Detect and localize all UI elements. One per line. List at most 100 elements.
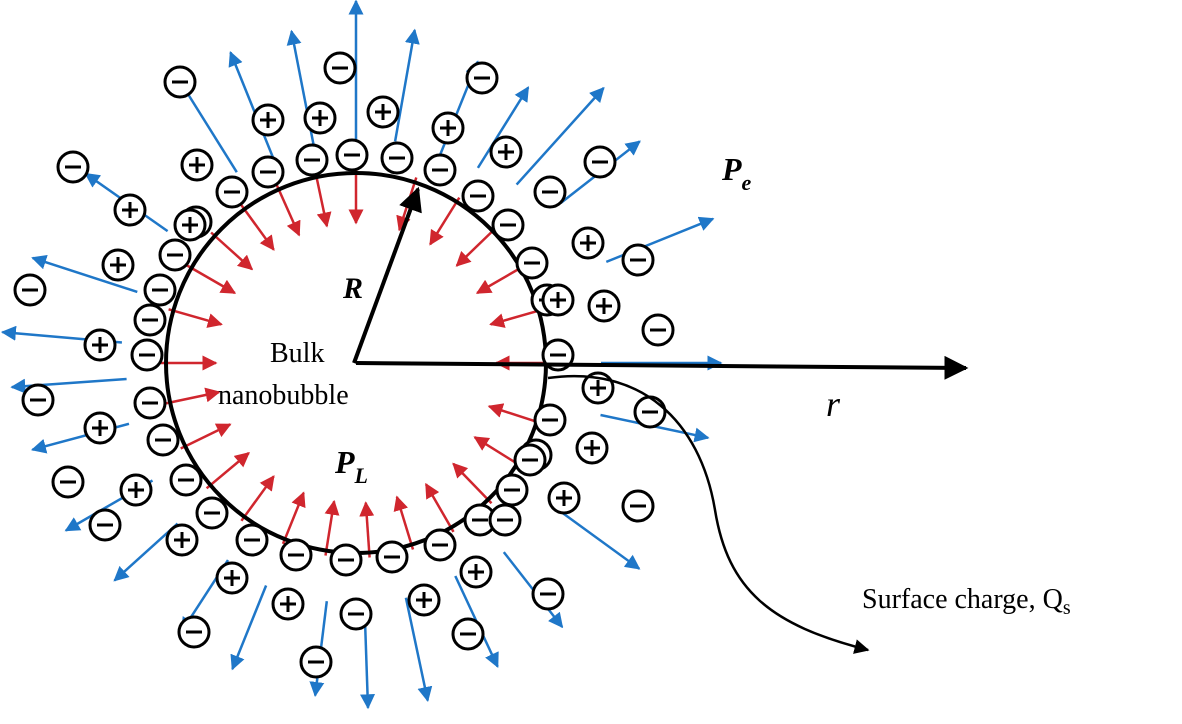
negative-ion — [513, 443, 547, 477]
positive-ion — [119, 473, 153, 507]
inward-pressure-arrows — [161, 168, 551, 558]
negative-ion — [51, 465, 85, 499]
negative-ion — [130, 338, 164, 372]
negative-ion — [169, 463, 203, 497]
negative-ion — [133, 386, 167, 420]
positive-ion — [173, 208, 207, 242]
outward-arrow — [515, 86, 605, 186]
negative-ion — [143, 273, 177, 307]
outer-pressure-symbol: P — [721, 151, 742, 187]
positive-ion — [215, 561, 249, 595]
outward-arrow — [404, 597, 433, 702]
negative-ion — [133, 303, 167, 337]
inward-arrow — [281, 491, 306, 545]
radial-axis-label: r — [826, 384, 841, 424]
negative-ion — [465, 61, 499, 95]
negative-ion — [177, 615, 211, 649]
negative-ion — [195, 496, 229, 530]
positive-ion — [571, 226, 605, 260]
inward-arrow — [180, 423, 232, 450]
outer-pressure-subscript: e — [742, 170, 752, 195]
negative-ion — [323, 51, 357, 85]
negative-ion — [621, 489, 655, 523]
inward-arrow — [314, 172, 332, 228]
positive-ion — [587, 289, 621, 323]
positive-ion — [581, 371, 615, 405]
outward-arrow — [228, 51, 275, 160]
inner-pressure-symbol: P — [334, 444, 355, 480]
negative-ion — [215, 175, 249, 209]
inner-pressure-label: PL — [334, 444, 368, 488]
positive-ion — [489, 135, 523, 169]
positive-ion — [366, 95, 400, 129]
inward-arrow — [455, 226, 498, 267]
positive-ion — [165, 523, 199, 557]
outer-pressure-label: Pe — [721, 151, 752, 195]
inward-arrow — [165, 387, 221, 405]
negative-ion — [146, 423, 180, 457]
inward-arrow — [487, 403, 542, 425]
negative-ion — [163, 65, 197, 99]
positive-ion — [547, 481, 581, 515]
negative-ion — [295, 143, 329, 177]
outward-arrow — [557, 508, 641, 570]
positive-ion — [431, 111, 465, 145]
inward-arrow — [429, 196, 461, 246]
positive-ion — [180, 148, 214, 182]
negative-ion — [641, 313, 675, 347]
negative-ion — [495, 473, 529, 507]
negative-ion — [531, 577, 565, 611]
negative-ion — [251, 155, 285, 189]
outward-arrow — [230, 585, 268, 671]
negative-ion — [533, 403, 567, 437]
surface-charge-subscript: s — [1063, 597, 1071, 619]
inward-arrow — [210, 231, 254, 271]
outward-arrow — [476, 86, 530, 169]
inward-arrow — [424, 482, 455, 533]
outward-arrow — [10, 377, 127, 394]
negative-ion — [583, 145, 617, 179]
negative-ion — [488, 503, 522, 537]
negative-ion — [461, 179, 495, 213]
negative-ion — [158, 238, 192, 272]
ion-cloud — [13, 51, 675, 679]
negative-ion — [56, 150, 90, 184]
negative-ion — [451, 617, 485, 651]
inward-arrow — [324, 499, 340, 556]
inward-arrow — [168, 308, 223, 328]
radius-arrow — [352, 186, 422, 364]
negative-ion — [375, 540, 409, 574]
outward-arrow — [393, 28, 420, 142]
inward-arrow — [475, 264, 526, 295]
inner-pressure-subscript: L — [354, 463, 368, 488]
negative-ion — [235, 523, 269, 557]
positive-ion — [407, 583, 441, 617]
inward-arrow — [205, 452, 250, 490]
positive-ion — [459, 555, 493, 589]
negative-ion — [423, 528, 457, 562]
outward-arrow — [31, 254, 138, 294]
negative-ion — [533, 175, 567, 209]
inward-arrow — [489, 308, 544, 328]
inward-arrow — [393, 495, 415, 550]
inward-arrow — [359, 501, 375, 558]
negative-ion — [279, 538, 313, 572]
negative-ion — [88, 508, 122, 542]
positive-ion — [83, 328, 117, 362]
inward-arrow — [275, 184, 301, 237]
negative-ion — [335, 138, 369, 172]
surface-charge-label: Surface charge, Qs — [862, 584, 1071, 619]
inward-arrow — [186, 264, 237, 295]
negative-ion — [491, 208, 525, 242]
surface-charge-text: Surface charge, Q — [862, 584, 1063, 615]
negative-ion — [423, 153, 457, 187]
positive-ion — [83, 411, 117, 445]
positive-ion — [101, 248, 135, 282]
positive-ion — [113, 193, 147, 227]
negative-ion — [299, 645, 333, 679]
radial-axis-arrow — [355, 355, 969, 380]
inward-arrow — [240, 475, 275, 522]
positive-ion — [251, 103, 285, 137]
inward-arrow — [452, 462, 493, 505]
negative-ion — [633, 395, 667, 429]
